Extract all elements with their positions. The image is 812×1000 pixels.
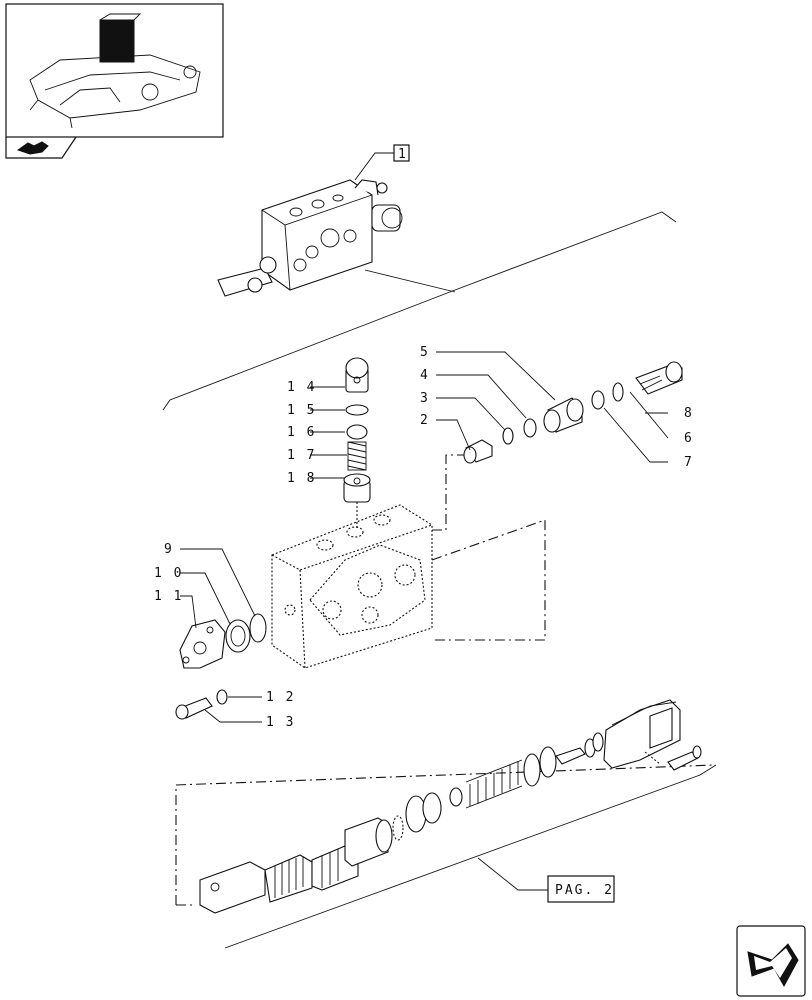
- callout-10: 1 0: [154, 566, 183, 581]
- callout-11: 1 1: [154, 589, 183, 604]
- spool-assembly: [199, 699, 702, 914]
- callout-5: 5: [420, 345, 430, 360]
- callout-18: 1 8: [287, 471, 316, 486]
- next-page-arrow-icon[interactable]: [736, 925, 806, 997]
- part-5-sleeve: [543, 397, 584, 433]
- thumbnail-box[interactable]: [5, 3, 224, 138]
- callout-7: 7: [684, 455, 694, 470]
- page-ref-text[interactable]: PAG. 2: [555, 883, 614, 898]
- part-10-bearing: [225, 619, 251, 653]
- callout-17: 1 7: [287, 448, 316, 463]
- part-2-plunger: [463, 439, 493, 464]
- callout-2: 2: [420, 413, 430, 428]
- callout-6: 6: [684, 431, 694, 446]
- part-16-washer: [346, 424, 368, 440]
- part-15-oring: [345, 404, 369, 416]
- valve-assembly-top: [217, 179, 403, 297]
- callout-14: 1 4: [287, 380, 316, 395]
- part-6-oring: [612, 382, 624, 402]
- valve-body-dotted: [271, 504, 433, 669]
- callout-12: 1 2: [266, 690, 295, 705]
- page-ref-box[interactable]: [547, 875, 615, 903]
- part-7-washer: [591, 390, 605, 410]
- part-11-cover: [179, 619, 226, 669]
- part-18-seat: [343, 473, 371, 503]
- callout-9: 9: [164, 542, 174, 557]
- part-4-ring: [523, 418, 537, 438]
- callout-4: 4: [420, 368, 430, 383]
- part-12-washer: [216, 689, 228, 705]
- callout-15: 1 5: [287, 403, 316, 418]
- callout-13: 1 3: [266, 715, 295, 730]
- part-17-spring: [347, 441, 367, 471]
- part-14-plug: [345, 357, 369, 393]
- callout-3: 3: [420, 391, 430, 406]
- part-3-circlip: [502, 427, 514, 445]
- part-8-screw: [635, 361, 683, 395]
- callout-8: 8: [684, 406, 694, 421]
- part-9-oring: [249, 613, 267, 643]
- book-arrow-icon[interactable]: [5, 136, 77, 159]
- callout-16: 1 6: [287, 425, 316, 440]
- callout-1: 1: [398, 147, 408, 162]
- part-13-screw: [175, 697, 213, 720]
